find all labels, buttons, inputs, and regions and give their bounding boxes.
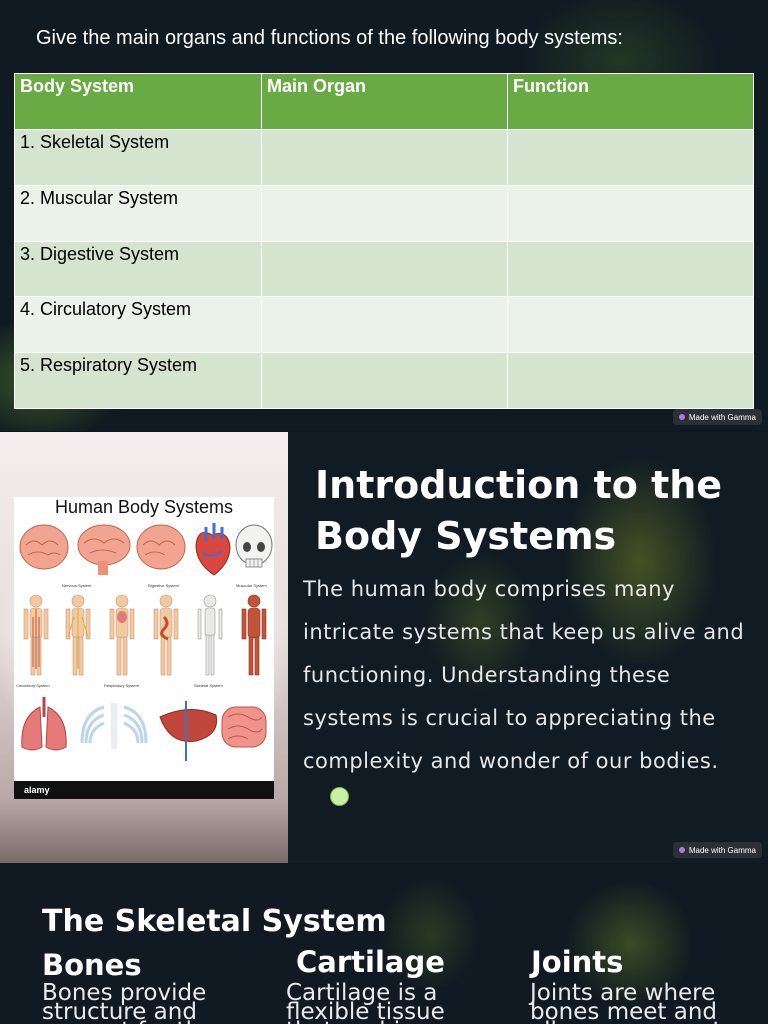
lungs-icon	[21, 697, 67, 751]
cell-function[interactable]	[507, 240, 754, 298]
cell-main-organ[interactable]	[261, 129, 508, 186]
slide-body-systems-table: Give the main organs and functions of th…	[0, 0, 768, 431]
liver-icon	[159, 701, 218, 761]
column-heading-cartilage: Cartilage	[296, 945, 445, 979]
table-row: 4. Circulatory System	[14, 296, 754, 354]
badge-label: Made with Gamma	[688, 845, 756, 855]
column-text-cartilage: Cartilage is a flexible tissue that cush…	[286, 980, 445, 1024]
body-systems-illustration: Nervous System Digestive System Muscular…	[16, 523, 273, 761]
made-with-gamma-badge[interactable]: Made with Gamma	[672, 842, 762, 858]
made-with-gamma-badge[interactable]: Made with Gamma	[672, 409, 762, 425]
header-body-system: Body System	[14, 73, 262, 130]
cell-main-organ[interactable]	[261, 184, 508, 242]
gamma-logo-icon	[678, 414, 685, 420]
caption-nervous: Nervous System	[62, 583, 92, 588]
table-row: 2. Muscular System	[14, 184, 754, 242]
heart-icon	[195, 523, 231, 576]
cursor-indicator	[330, 787, 349, 806]
cell-main-organ[interactable]	[261, 352, 508, 409]
table-row: 3. Digestive System	[14, 240, 754, 298]
cell-function[interactable]	[507, 129, 754, 186]
column-heading-joints: Joints	[531, 945, 624, 979]
cell-function[interactable]	[507, 352, 754, 409]
human-figures-icon	[23, 594, 267, 676]
slide-body-text: The human body comprises many intricate …	[303, 577, 745, 773]
slide-title: Introduction to the Body Systems	[315, 463, 723, 558]
image-panel: Human Body Systems	[0, 432, 288, 863]
column-text-joints: Joints are where bones meet and allow mo…	[530, 980, 721, 1024]
cell-function[interactable]	[507, 296, 754, 354]
caption-muscular: Muscular System	[236, 583, 267, 588]
alamy-logo: alamy	[24, 785, 50, 795]
caption-circulatory: Circulatory System	[16, 683, 50, 688]
slide-skeletal-system: The Skeletal System Bones Bones provide …	[0, 864, 768, 1024]
slide-introduction: Human Body Systems	[0, 432, 768, 863]
cell-body-system[interactable]: 1. Skeletal System	[14, 129, 262, 186]
table-header-row: Body System Main Organ Function	[14, 73, 754, 130]
cell-main-organ[interactable]	[261, 240, 508, 298]
cell-main-organ[interactable]	[261, 296, 508, 354]
slide-title: The Skeletal System	[42, 904, 387, 939]
cell-body-system[interactable]: 3. Digestive System	[14, 240, 262, 298]
human-body-systems-image: Human Body Systems	[14, 497, 274, 799]
cell-body-system[interactable]: 4. Circulatory System	[14, 296, 262, 354]
table-row: 5. Respiratory System	[14, 352, 754, 409]
intestines-icon	[221, 706, 267, 748]
cell-body-system[interactable]: 5. Respiratory System	[14, 352, 262, 409]
header-main-organ: Main Organ	[261, 73, 508, 130]
column-text-bones: Bones provide structure and support for …	[42, 980, 214, 1024]
caption-digestive: Digestive System	[148, 583, 180, 588]
caption-skeletal: Skeletal System	[194, 683, 223, 688]
poster-footer: alamy	[14, 781, 274, 799]
brain-icon	[19, 524, 186, 575]
header-function: Function	[507, 73, 754, 130]
table-row: 1. Skeletal System	[14, 129, 754, 186]
body-systems-table: Body System Main Organ Function 1. Skele…	[14, 73, 754, 409]
badge-label: Made with Gamma	[688, 412, 756, 422]
cell-function[interactable]	[507, 184, 754, 242]
caption-respiratory: Respiratory System	[104, 683, 140, 688]
cell-body-system[interactable]: 2. Muscular System	[14, 184, 262, 242]
skull-icon	[235, 524, 273, 568]
prompt-text: Give the main organs and functions of th…	[36, 27, 623, 49]
column-heading-bones: Bones	[42, 948, 142, 982]
poster-title: Human Body Systems	[54, 497, 234, 517]
ribcage-icon	[80, 703, 148, 749]
gamma-logo-icon	[678, 847, 685, 853]
